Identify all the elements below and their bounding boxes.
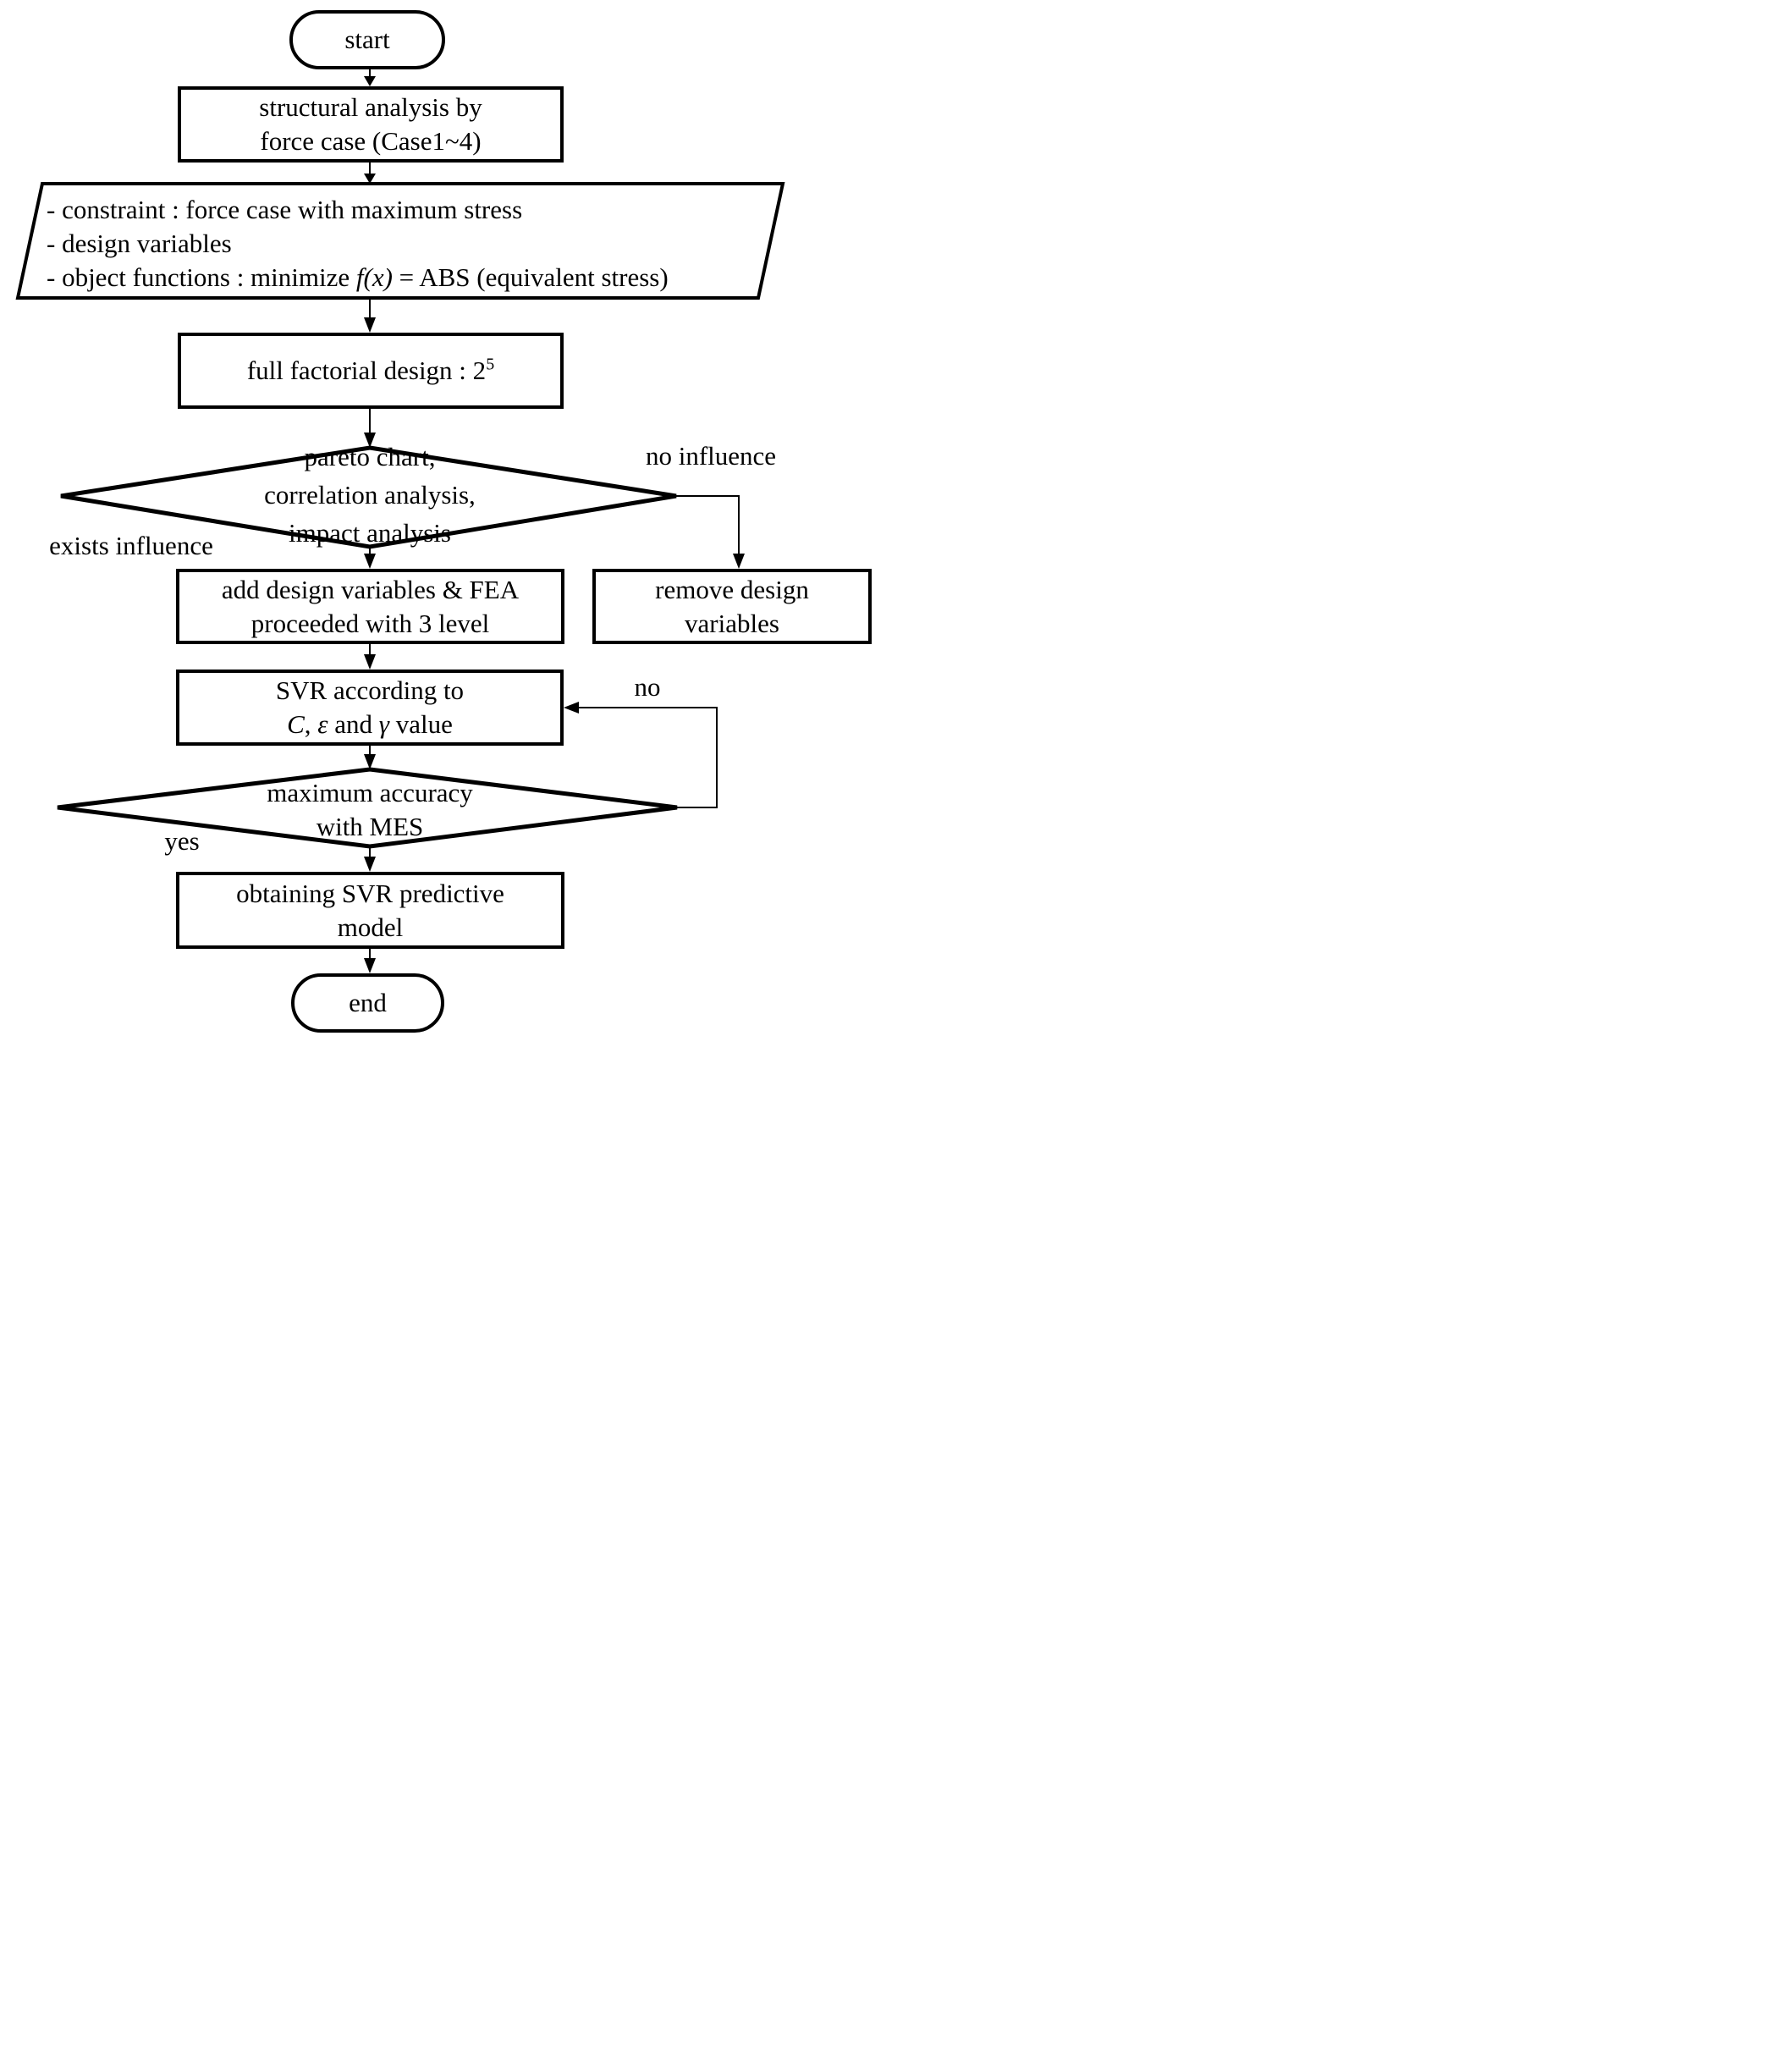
influence-decision-diamond bbox=[60, 445, 677, 549]
node-structural-analysis: structural analysis by force case (Case1… bbox=[178, 86, 564, 163]
io-setup-line3-fx: f(x) bbox=[355, 262, 393, 292]
svr-suffix: value bbox=[389, 709, 453, 739]
arrowhead-into-decision1 bbox=[364, 433, 376, 448]
arrowhead-into-end bbox=[364, 958, 376, 973]
edge-decision1-to-remove bbox=[676, 495, 740, 555]
arrowhead-into-factorial bbox=[364, 317, 376, 333]
full-factorial-text: full factorial design : 2 bbox=[246, 355, 487, 385]
accuracy-decision-diamond bbox=[57, 767, 678, 849]
arrowhead-into-remove bbox=[733, 554, 745, 569]
accuracy-decision-line1: maximum accuracy bbox=[267, 778, 473, 807]
svr-param-gamma: γ bbox=[378, 709, 389, 739]
node-add-design-variables-line1: add design variables & FEA bbox=[221, 574, 520, 604]
node-obtain-model-line1: obtaining SVR predictive bbox=[236, 878, 504, 908]
influence-decision-line3: impact analysis bbox=[289, 518, 451, 548]
node-io-setup-text: - constraint : force case with maximum s… bbox=[47, 193, 669, 295]
io-parallelogram-shape bbox=[15, 182, 785, 300]
node-obtain-model-line2: model bbox=[337, 912, 404, 942]
node-accuracy-decision-text: maximum accuracy with MES bbox=[158, 776, 581, 844]
edge-label-no-influence: no influence bbox=[645, 441, 777, 471]
svr-sep1: , bbox=[304, 709, 318, 739]
node-start-label: start bbox=[344, 25, 390, 54]
node-end-label: end bbox=[349, 988, 387, 1017]
arrowhead-into-add bbox=[364, 554, 376, 569]
arrowhead-into-io bbox=[364, 174, 376, 184]
io-setup-line3: - object functions : minimize f(x) = ABS… bbox=[47, 261, 669, 295]
node-svr-line2: C, ε and γ value bbox=[287, 708, 453, 741]
io-setup-line1: - constraint : force case with maximum s… bbox=[47, 195, 523, 224]
arrowhead-into-structural bbox=[364, 76, 376, 86]
node-obtain-model: obtaining SVR predictive model bbox=[176, 872, 564, 949]
svr-sep2: and bbox=[328, 709, 379, 739]
node-start: start bbox=[289, 10, 445, 69]
arrowhead-into-obtain bbox=[364, 857, 376, 872]
io-setup-line2: - design variables bbox=[47, 229, 232, 258]
edge-label-yes: yes bbox=[164, 826, 200, 856]
node-structural-analysis-line1: structural analysis by bbox=[259, 92, 482, 122]
full-factorial-exponent: 5 bbox=[486, 355, 495, 374]
svr-param-epsilon: ε bbox=[317, 709, 328, 739]
arrowhead-into-svr bbox=[364, 654, 376, 670]
io-setup-line3-suffix: = ABS (equivalent stress) bbox=[392, 262, 669, 292]
node-remove-design-variables: remove design variables bbox=[592, 569, 872, 644]
flowchart-canvas: start structural analysis by force case … bbox=[0, 0, 884, 1036]
flowchart-connectors bbox=[15, 69, 785, 973]
svr-param-c: C bbox=[287, 709, 305, 739]
node-remove-design-variables-line1: remove design bbox=[655, 574, 809, 604]
edge-no-loop bbox=[579, 707, 718, 808]
node-structural-analysis-line2: force case (Case1~4) bbox=[260, 126, 482, 156]
node-influence-decision-text: pareto chart, correlation analysis, impa… bbox=[158, 438, 581, 552]
arrowhead-into-decision2 bbox=[364, 754, 376, 769]
node-add-design-variables-line2: proceeded with 3 level bbox=[250, 608, 490, 638]
node-full-factorial: full factorial design : 25 bbox=[178, 333, 564, 409]
influence-decision-line2: correlation analysis, bbox=[264, 480, 476, 510]
node-svr-line1: SVR according to bbox=[275, 675, 465, 705]
arrowhead-no-loop bbox=[564, 702, 579, 714]
influence-decision-line1: pareto chart, bbox=[304, 442, 436, 471]
io-setup-line3-prefix: - object functions : minimize bbox=[47, 262, 356, 292]
accuracy-decision-line2: with MES bbox=[316, 812, 424, 841]
edge-label-no: no bbox=[634, 672, 661, 702]
node-svr: SVR according to C, ε and γ value bbox=[176, 670, 564, 746]
node-full-factorial-label: full factorial design : 25 bbox=[247, 354, 494, 388]
node-add-design-variables: add design variables & FEA proceeded wit… bbox=[176, 569, 564, 644]
edge-label-exists-influence: exists influence bbox=[49, 531, 213, 560]
node-remove-design-variables-line2: variables bbox=[685, 608, 779, 638]
node-end: end bbox=[291, 973, 444, 1033]
